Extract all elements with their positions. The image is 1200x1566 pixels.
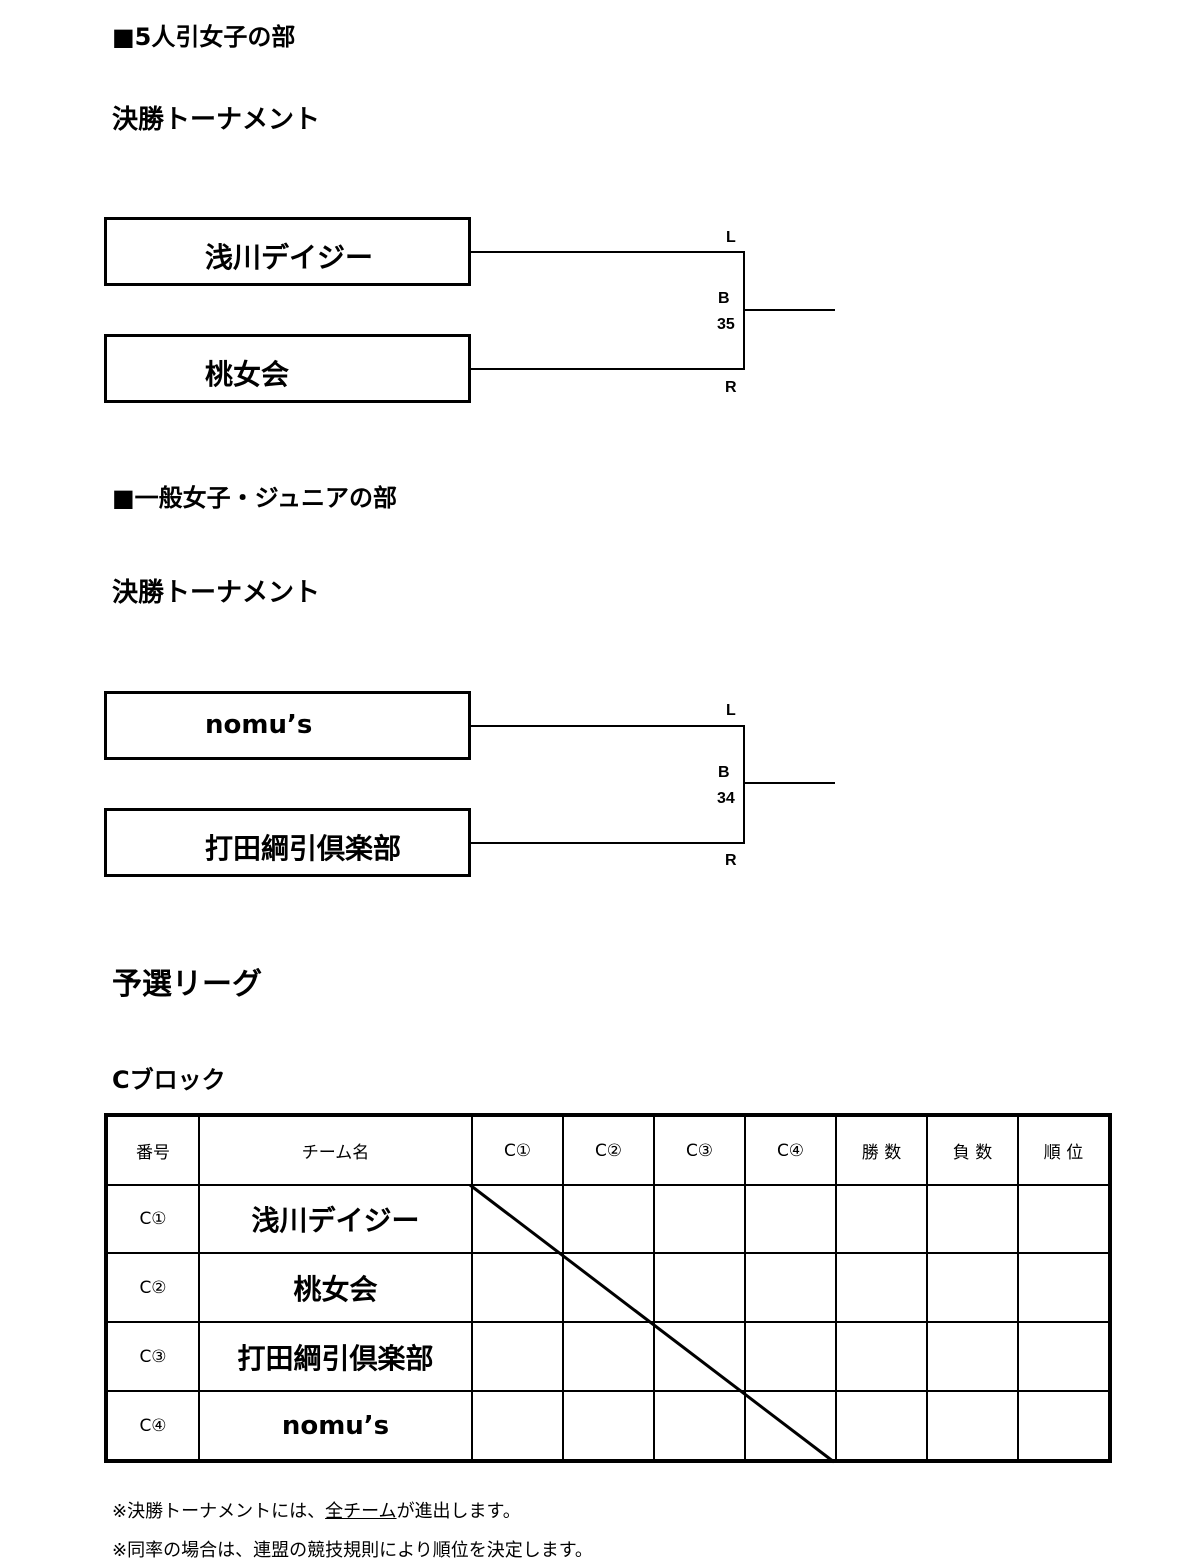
row-team: 桃女会 <box>198 1252 473 1323</box>
header-cell: チーム名 <box>198 1114 473 1186</box>
table-header-row: 番号 チーム名 C① C② C③ C④ 勝 数 負 数 順 位 <box>105 1114 1111 1186</box>
row-id: C④ <box>105 1390 200 1462</box>
header-cell: 順 位 <box>1017 1114 1111 1186</box>
team-box: 桃女会 <box>104 334 471 403</box>
header-cell: 負 数 <box>926 1114 1019 1186</box>
league-title: 予選リーグ <box>112 967 262 1002</box>
table-row: C① 浅川デイジー <box>105 1184 1111 1254</box>
team-box: nomu’s <box>104 691 471 760</box>
left-label: L <box>726 229 736 246</box>
section-heading: ■5人引女子の部 <box>112 23 296 51</box>
note-text: が進出します。 <box>396 1501 521 1522</box>
left-label: L <box>726 702 736 719</box>
table-row: C④ nomu’s <box>105 1390 1111 1462</box>
tournament-heading: 決勝トーナメント <box>112 578 321 608</box>
note-underlined: 全チーム <box>325 1501 397 1522</box>
header-cell: C① <box>471 1114 564 1186</box>
block-title: Cブロック <box>112 1066 226 1094</box>
note-2: ※同率の場合は、連盟の競技規則により順位を決定します。 <box>112 1540 593 1561</box>
team-box: 浅川デイジー <box>104 217 471 286</box>
row-id: C② <box>105 1252 200 1323</box>
note-text: ※決勝トーナメントには、 <box>112 1501 326 1522</box>
team-name: 打田綱引倶楽部 <box>205 832 402 865</box>
bracket-line <box>470 842 745 844</box>
table-row: C② 桃女会 <box>105 1252 1111 1323</box>
league-table: 番号 チーム名 C① C② C③ C④ 勝 数 負 数 順 位 C① 浅川デイジ… <box>104 1113 1112 1463</box>
bout-label: B <box>718 290 730 307</box>
team-name: 浅川デイジー <box>205 241 374 274</box>
bracket-line <box>470 251 745 253</box>
bracket-line <box>470 725 745 727</box>
section-heading: ■一般女子・ジュニアの部 <box>112 484 397 512</box>
bracket-line <box>743 309 835 311</box>
bout-number: 35 <box>717 316 735 333</box>
row-team: 浅川デイジー <box>198 1184 473 1254</box>
header-cell: C④ <box>744 1114 837 1186</box>
bout-label: B <box>718 764 730 781</box>
tournament-heading: 決勝トーナメント <box>112 105 321 135</box>
header-cell: 勝 数 <box>835 1114 928 1186</box>
row-id: C③ <box>105 1321 200 1392</box>
table-row: C③ 打田綱引倶楽部 <box>105 1321 1111 1392</box>
row-id: C① <box>105 1184 200 1254</box>
bout-number: 34 <box>717 790 735 807</box>
team-name: nomu’s <box>205 710 313 740</box>
right-label: R <box>725 852 737 869</box>
row-team: nomu’s <box>198 1390 473 1462</box>
team-box: 打田綱引倶楽部 <box>104 808 471 877</box>
bracket-line <box>470 368 745 370</box>
right-label: R <box>725 379 737 396</box>
header-cell: 番号 <box>105 1114 200 1186</box>
header-cell: C③ <box>653 1114 746 1186</box>
note-1: ※決勝トーナメントには、全チームが進出します。 <box>112 1497 521 1523</box>
team-name: 桃女会 <box>205 358 290 391</box>
header-cell: C② <box>562 1114 655 1186</box>
bracket-line <box>743 725 745 844</box>
row-team: 打田綱引倶楽部 <box>198 1321 473 1392</box>
bracket-line <box>743 782 835 784</box>
